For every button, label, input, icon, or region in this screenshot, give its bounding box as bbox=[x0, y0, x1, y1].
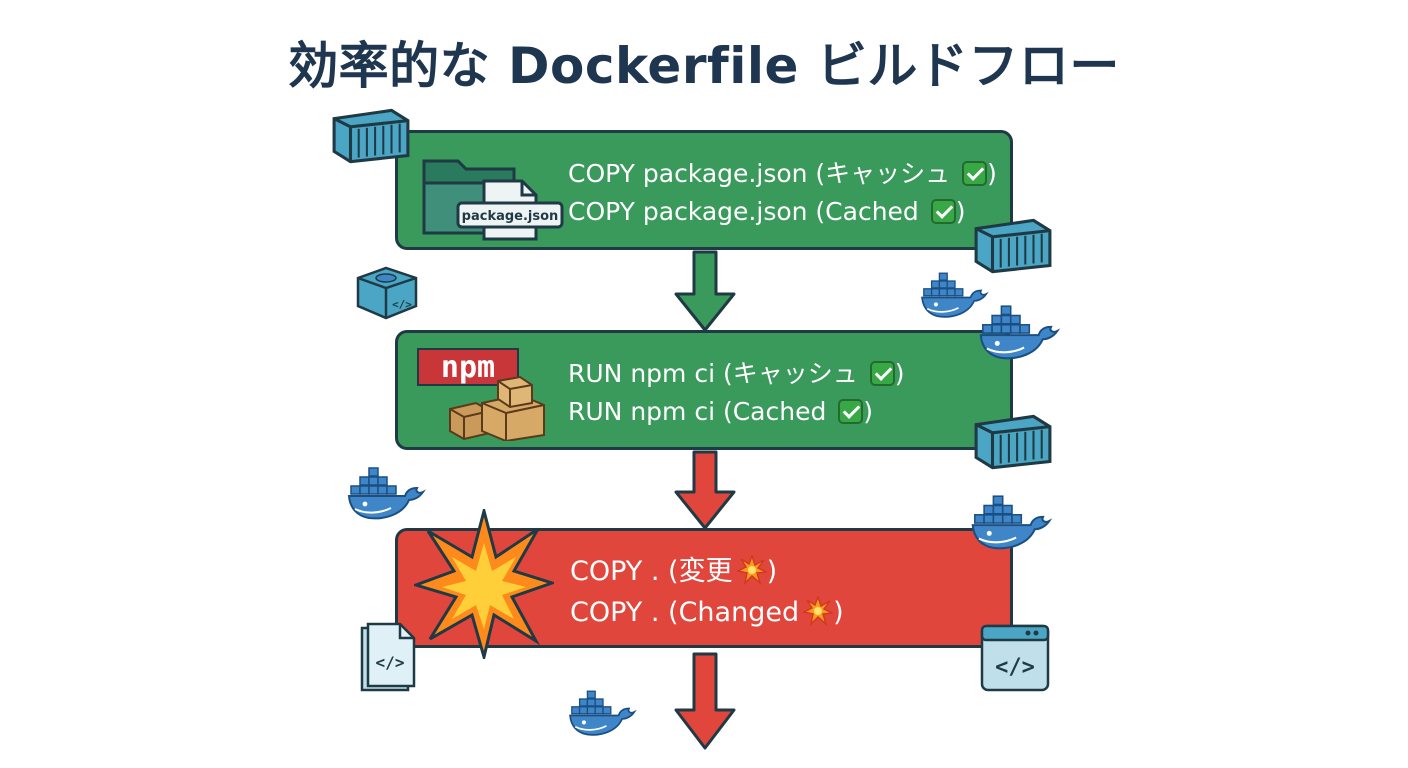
npm-logo: npm bbox=[441, 350, 495, 385]
code-window-icon: </> bbox=[980, 624, 1050, 692]
step-run-npm-ci: npm RUN npm ci (キャッシュ ) RUN npm ci (Cach… bbox=[395, 330, 1013, 450]
step-copy-all: COPY . (変更) COPY . (Changed) bbox=[395, 509, 1013, 659]
collision-icon bbox=[737, 555, 767, 585]
step-line-jp: COPY package.json (キャッシュ ) bbox=[568, 159, 997, 188]
docker-whale-icon bbox=[568, 686, 638, 738]
check-mark-icon bbox=[838, 399, 864, 424]
svg-text:</>: </> bbox=[995, 655, 1035, 680]
npm-boxes-icon: npm bbox=[417, 348, 545, 441]
step-line-jp: COPY . (変更) bbox=[570, 555, 778, 587]
file-label: package.json bbox=[462, 209, 559, 224]
arrow-down-red bbox=[674, 652, 736, 750]
step-line-en: COPY . (Changed) bbox=[570, 596, 844, 628]
collision-icon bbox=[803, 596, 833, 626]
check-mark-icon bbox=[930, 199, 956, 224]
svg-text:</>: </> bbox=[376, 653, 405, 672]
docker-whale-icon bbox=[970, 490, 1054, 552]
code-file-icon: </> bbox=[360, 622, 416, 692]
container-icon bbox=[330, 104, 412, 166]
check-mark-icon bbox=[962, 161, 988, 186]
explosion-icon bbox=[414, 509, 554, 659]
page-title: 効率的な Dockerfile ビルドフロー bbox=[288, 37, 1120, 95]
container-icon bbox=[972, 214, 1054, 276]
check-mark-icon bbox=[869, 361, 895, 386]
step-line-en: COPY package.json (Cached ) bbox=[568, 197, 966, 226]
arrow-down-green bbox=[674, 250, 736, 332]
step-line-jp: RUN npm ci (キャッシュ ) bbox=[568, 359, 905, 388]
code-box-icon: </> bbox=[356, 266, 418, 320]
docker-whale-icon bbox=[345, 462, 429, 522]
svg-text:</>: </> bbox=[392, 298, 412, 311]
docker-whale-icon bbox=[978, 300, 1062, 362]
arrow-down-red bbox=[674, 450, 736, 530]
step-line-en: RUN npm ci (Cached ) bbox=[568, 397, 874, 426]
container-icon bbox=[972, 410, 1054, 472]
folder-file-icon: package.json bbox=[422, 159, 564, 241]
step-copy-package-json: package.json COPY package.json (キャッシュ ) … bbox=[395, 130, 1013, 250]
